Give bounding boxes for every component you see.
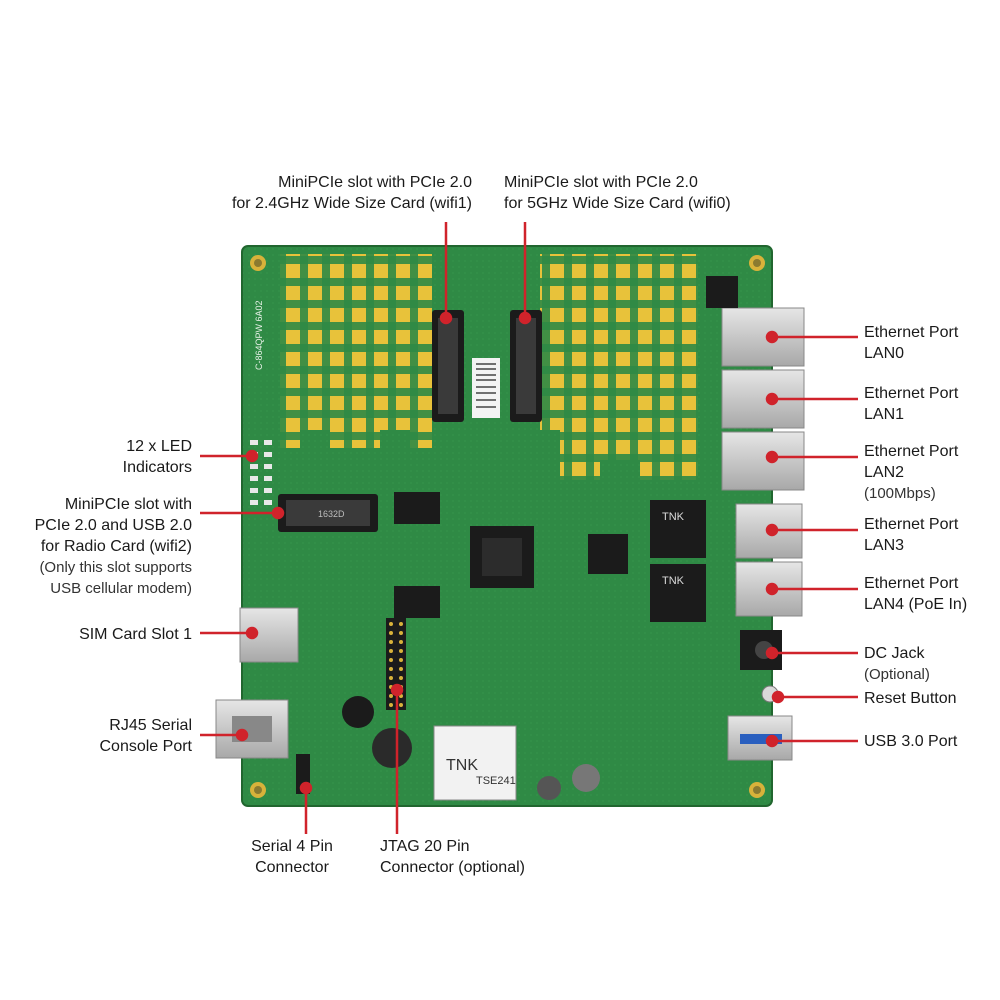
switch-chip	[588, 534, 628, 574]
antenna-area-left	[280, 254, 432, 448]
label-reset: Reset Button	[864, 688, 994, 709]
label-line: LAN0	[864, 345, 905, 362]
label-line: for 2.4GHz Wide Size Card (wifi1)	[231, 195, 472, 212]
label-line: Ethernet Port	[864, 575, 959, 592]
label-lan0: Ethernet Port LAN0	[864, 322, 994, 364]
label-line: RJ45 Serial	[109, 717, 192, 734]
label-minipcie-wifi2: MiniPCIe slot with PCIe 2.0 and USB 2.0 …	[0, 494, 192, 599]
svg-text:TNK: TNK	[662, 575, 685, 587]
lan-transformer-right: TNK	[650, 564, 706, 622]
label-line: Ethernet Port	[864, 324, 959, 341]
label-lan3: Ethernet Port LAN3	[864, 514, 994, 556]
label-minipcie-wifi1: MiniPCIe slot with PCIe 2.0 for 2.4GHz W…	[200, 172, 472, 214]
label-lan2: Ethernet Port LAN2 (100Mbps)	[864, 441, 994, 504]
power-connector-top	[706, 276, 738, 308]
label-line: (Optional)	[864, 666, 930, 683]
label-line: SIM Card Slot 1	[79, 626, 192, 643]
label-line: USB cellular modem)	[50, 580, 192, 597]
inductor	[372, 728, 412, 768]
mounting-holes	[250, 255, 765, 798]
label-line: Ethernet Port	[864, 516, 959, 533]
label-line: Console Port	[99, 738, 193, 755]
label-serial-4pin: Serial 4 Pin Connector	[226, 836, 358, 878]
label-usb3: USB 3.0 Port	[864, 731, 994, 752]
label-line: LAN1	[864, 406, 905, 423]
label-line: USB 3.0 Port	[864, 733, 958, 750]
svg-text:TSE241: TSE241	[476, 775, 516, 787]
label-line: 12 x LED	[126, 438, 192, 455]
led-indicators	[250, 440, 272, 505]
label-line: PCIe 2.0 and USB 2.0	[34, 517, 192, 534]
label-line: LAN4 (PoE In)	[864, 596, 968, 613]
label-sim-slot: SIM Card Slot 1	[20, 624, 192, 645]
label-line: Ethernet Port	[864, 443, 959, 460]
label-rj45-serial: RJ45 Serial Console Port	[40, 715, 193, 757]
slot-sticker: 1632D	[318, 509, 345, 519]
board-code: C-864QPW 6A02	[254, 300, 264, 370]
poe-transformer: TNK TSE241	[433, 725, 517, 801]
label-line: (100Mbps)	[864, 485, 936, 502]
label-line: Connector	[255, 859, 329, 876]
label-lan1: Ethernet Port LAN1	[864, 383, 994, 425]
label-line: for Radio Card (wifi2)	[40, 538, 192, 555]
svg-text:TNK: TNK	[662, 511, 685, 523]
capacitor-small-right	[572, 764, 600, 792]
label-line: JTAG 20 Pin	[380, 838, 470, 855]
label-line: Connector (optional)	[380, 859, 525, 876]
label-line: Reset Button	[864, 690, 957, 707]
barcode-sticker	[472, 358, 500, 418]
label-line: Indicators	[122, 459, 192, 476]
lan-transformer-left: TNK	[650, 500, 706, 558]
label-line: MiniPCIe slot with PCIe 2.0	[278, 174, 472, 191]
label-line: LAN3	[864, 537, 905, 554]
label-line: MiniPCIe slot with	[64, 496, 192, 513]
capacitor-small-left	[537, 776, 561, 800]
capacitor	[342, 696, 374, 728]
label-line: Serial 4 Pin	[251, 838, 333, 855]
callout-lines	[200, 222, 858, 834]
label-lan4: Ethernet Port LAN4 (PoE In)	[864, 573, 994, 615]
label-line: MiniPCIe slot with PCIe 2.0	[504, 174, 698, 191]
label-dc-jack: DC Jack (Optional)	[864, 643, 994, 685]
antenna-area-right	[540, 254, 698, 480]
memory-chip-top	[394, 492, 440, 524]
label-jtag: JTAG 20 Pin Connector (optional)	[380, 836, 580, 878]
label-line: (Only this slot supports	[39, 559, 192, 576]
label-minipcie-wifi0: MiniPCIe slot with PCIe 2.0 for 5GHz Wid…	[504, 172, 784, 214]
memory-chip-bottom	[394, 586, 440, 618]
label-line: for 5GHz Wide Size Card (wifi0)	[504, 195, 731, 212]
label-line: DC Jack	[864, 645, 925, 662]
label-led-indicators: 12 x LED Indicators	[40, 436, 192, 478]
label-line: Ethernet Port	[864, 385, 959, 402]
label-line: LAN2	[864, 464, 905, 481]
svg-text:TNK: TNK	[446, 757, 478, 774]
